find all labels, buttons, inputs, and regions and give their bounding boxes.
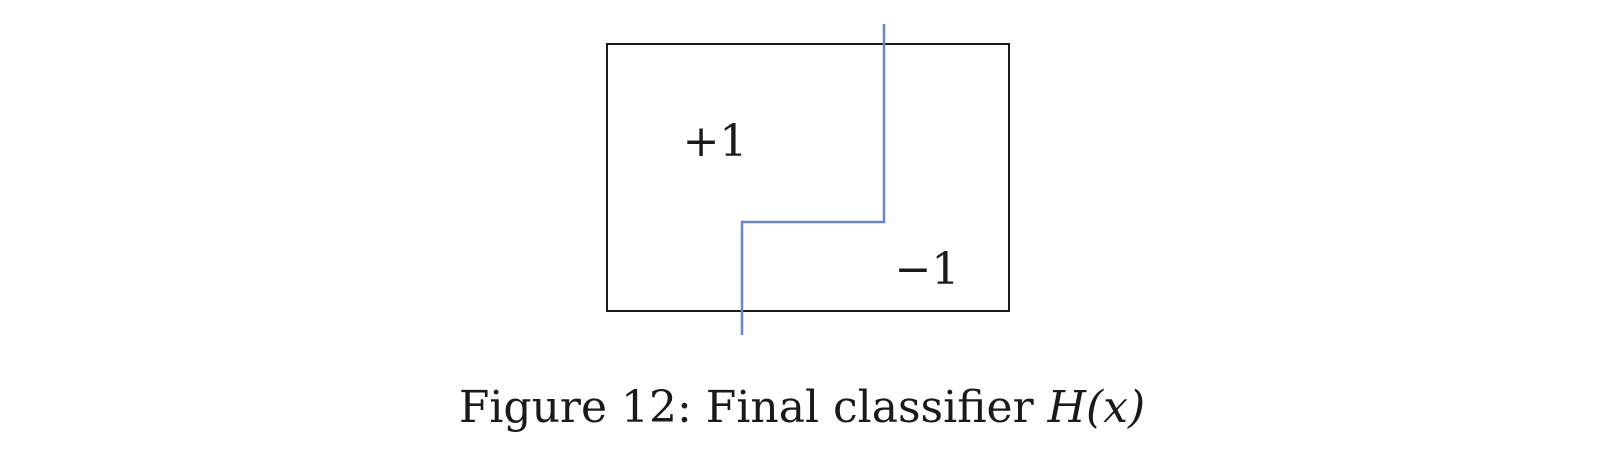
negative-region-label: −1: [895, 244, 960, 295]
caption-math: H(x): [1047, 382, 1146, 433]
caption-prefix: Figure 12:: [458, 382, 692, 433]
feature-space-box: [606, 43, 1010, 312]
figure-caption: Figure 12: Final classifier H(x): [0, 382, 1604, 433]
caption-text: Final classifier: [705, 382, 1034, 433]
positive-region-label: +1: [683, 116, 748, 167]
decision-boundary: [740, 24, 886, 335]
